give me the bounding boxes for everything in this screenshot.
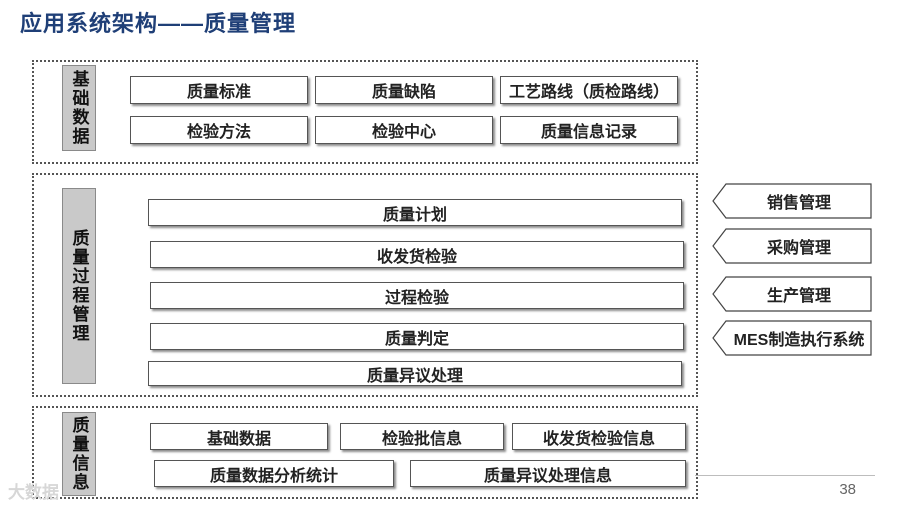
process-item-receiving-inspection: 收发货检验 bbox=[150, 241, 684, 268]
basic-item-quality-defect: 质量缺陷 bbox=[315, 76, 493, 104]
basic-data-label: 基础数据 bbox=[62, 65, 96, 151]
process-item-quality-judgment: 质量判定 bbox=[150, 323, 684, 350]
info-label: 质量信息 bbox=[62, 412, 96, 496]
info-item-receiving-info: 收发货检验信息 bbox=[512, 423, 686, 450]
page-number: 38 bbox=[839, 481, 856, 498]
footer-divider bbox=[695, 475, 875, 476]
basic-item-inspection-method: 检验方法 bbox=[130, 116, 308, 144]
process-item-process-inspection: 过程检验 bbox=[150, 282, 684, 309]
basic-item-inspection-center: 检验中心 bbox=[315, 116, 493, 144]
basic-item-quality-standard: 质量标准 bbox=[130, 76, 308, 104]
watermark: 大数据 bbox=[8, 483, 59, 502]
external-mes: MES制造执行系统 bbox=[712, 320, 872, 356]
page-title: 应用系统架构——质量管理 bbox=[20, 11, 297, 36]
external-purchase: 采购管理 bbox=[712, 228, 872, 264]
process-item-objection-handling: 质量异议处理 bbox=[148, 361, 682, 386]
external-production: 生产管理 bbox=[712, 276, 872, 312]
info-item-basic-data: 基础数据 bbox=[150, 423, 328, 450]
info-item-objection-info: 质量异议处理信息 bbox=[410, 460, 686, 487]
basic-item-process-route: 工艺路线（质检路线） bbox=[500, 76, 678, 104]
info-item-batch-info: 检验批信息 bbox=[340, 423, 504, 450]
process-label: 质量过程管理 bbox=[62, 188, 96, 384]
basic-item-quality-record: 质量信息记录 bbox=[500, 116, 678, 144]
info-item-data-analysis: 质量数据分析统计 bbox=[154, 460, 394, 487]
process-item-quality-plan: 质量计划 bbox=[148, 199, 682, 226]
external-sales: 销售管理 bbox=[712, 183, 872, 219]
